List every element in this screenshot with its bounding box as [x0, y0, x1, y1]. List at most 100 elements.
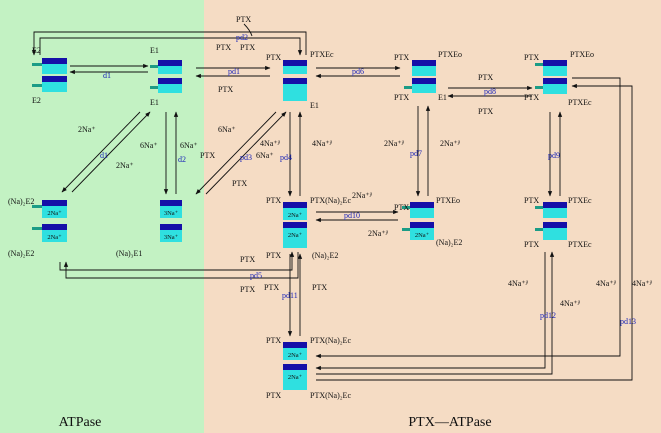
rate-pd13: pd13 [620, 317, 636, 326]
svg-text:2Na⁺: 2Na⁺ [288, 374, 303, 381]
pump-ptx-na2-ec-bottom: 2Na⁺ 2Na⁺ [283, 342, 307, 390]
label-ptx-na2-ec: PTX(Na)₂Ec [310, 196, 351, 205]
species-2na-ei: 2Na⁺ʲⁱ [440, 139, 460, 148]
species-2na-ei: 2Na⁺ʲⁱ [368, 229, 388, 238]
species-2na-ei: 2Na⁺ʲⁱ [384, 139, 404, 148]
species-4na: 4Na⁺ʲⁱ [312, 139, 332, 148]
rate-d1: d1 [103, 71, 111, 80]
svg-text:3Na⁺: 3Na⁺ [164, 210, 179, 217]
pump-na3e1: 3Na⁺ 3Na⁺ [160, 200, 182, 242]
species-4na: 4Na⁺ʲⁱ [632, 279, 652, 288]
label-ptxec-far-bottom: PTXEc [568, 240, 592, 249]
pump-ptx-na2-ec: 2Na⁺ 2Na⁺ [283, 202, 307, 248]
svg-text:3Na⁺: 3Na⁺ [164, 234, 179, 241]
arrow-d1-diag-back [71, 111, 151, 193]
label-ptxeo-right: PTXEo [570, 50, 594, 59]
species-4na: 4Na⁺ʲⁱ [260, 139, 280, 148]
rate-pd7: pd7 [410, 149, 422, 158]
species-4na: 4Na⁺ʲⁱ [596, 279, 616, 288]
rate-pd8: pd8 [484, 87, 496, 96]
ptx-label: PTX [232, 179, 247, 188]
label-e2-bottom: E2 [32, 96, 41, 105]
rate-pd2: pd2 [236, 33, 248, 42]
atpase-region-label: ATPase [59, 415, 102, 430]
species-2na-ei: 2Na⁺ʲⁱ [352, 191, 372, 200]
arrow-pd5-back [63, 252, 299, 279]
pump-ptxeo [404, 60, 436, 93]
label-ptxeo-mid: PTXEo [436, 196, 460, 205]
ptx-label: PTX [240, 285, 255, 294]
rate-pd5: pd5 [250, 271, 262, 280]
pump-ptxec-right [535, 202, 567, 240]
rate-d1-diag: d1 [100, 151, 108, 160]
rate-pd3: pd3 [240, 153, 252, 162]
rate-pd11: pd11 [282, 291, 298, 300]
arrow-pd13-forward [315, 77, 621, 359]
pump-ptxeo-ptxec-right [535, 60, 567, 94]
rate-pd9: pd9 [548, 151, 560, 160]
arrow-d1-diag-forward [61, 111, 141, 193]
label-ptxec-far-top: PTXEc [568, 196, 592, 205]
arrow-pd12-back [316, 251, 555, 375]
svg-text:2Na⁺: 2Na⁺ [415, 232, 430, 239]
label-na2e2-mid: (Na)₂E2 [312, 251, 338, 260]
ptx-label: PTX [394, 53, 409, 62]
arrow-pd13-back [316, 83, 633, 381]
label-ptx-na2-ec-bottom-bottom: PTX(Na)₂Ec [310, 391, 351, 400]
pump-e1 [150, 60, 182, 93]
ptx-label: PTX [478, 73, 493, 82]
svg-text:2Na⁺: 2Na⁺ [288, 212, 303, 219]
label-e1-top: E1 [150, 46, 159, 55]
species-4na: 4Na⁺ʲⁱ [508, 279, 528, 288]
rate-pd1: pd1 [228, 67, 240, 76]
pump-e2 [32, 58, 67, 92]
ptx-label: PTX [266, 196, 281, 205]
label-e2-top: E2 [32, 46, 41, 55]
ptx-label: PTX [218, 85, 233, 94]
arrow-pd2-forward [39, 37, 303, 56]
ptx-label: PTX [266, 336, 281, 345]
arrow-pd3-back [205, 111, 287, 195]
ptx-label: PTX [524, 53, 539, 62]
ptx-label: PTX [200, 151, 215, 160]
label-e1-bottom: E1 [150, 98, 159, 107]
species-2na: 2Na⁺ [116, 161, 134, 170]
species-2na: 2Na⁺ [78, 125, 96, 134]
pump-ptxeo-na2e2: 2Na⁺ [402, 202, 434, 240]
rate-pd4: pd4 [280, 153, 292, 162]
ptx-label: PTX [524, 196, 539, 205]
pump-ptxec [283, 60, 307, 101]
ptx-label: PTX [524, 240, 539, 249]
ptx-label: PTX [236, 15, 251, 24]
arrow-pd2-back [31, 31, 307, 56]
label-ptxeo-e1: E1 [438, 93, 447, 102]
arrow-pd12-forward [315, 252, 546, 371]
ptx-curve [243, 23, 253, 37]
ptx-label: PTX [312, 283, 327, 292]
rate-d2: d2 [178, 155, 186, 164]
svg-text:2Na⁺: 2Na⁺ [288, 232, 303, 239]
species-6na: 6Na⁺ [140, 141, 158, 150]
label-na3e1: (Na)₃E1 [116, 249, 142, 258]
label-ptxeo: PTXEo [438, 50, 462, 59]
arrow-pd5-forward [59, 251, 295, 271]
arrow-pd3-forward [195, 111, 277, 195]
species-6na: 6Na⁺ [256, 151, 274, 160]
ptx-label: PTX [524, 93, 539, 102]
ptx-atpase-region-label: PTX—ATPase [408, 415, 491, 430]
svg-text:2Na⁺: 2Na⁺ [288, 352, 303, 359]
label-na2e2-right: (Na)₂E2 [436, 238, 462, 247]
rate-pd10: pd10 [344, 211, 360, 220]
ptx-label: PTX [266, 251, 281, 260]
rate-pd6: pd6 [352, 67, 364, 76]
label-na2e2-top: (Na)₂E2 [8, 197, 34, 206]
ptx-label: PTX [478, 107, 493, 116]
ptx-label: PTX [240, 43, 255, 52]
ptx-label: PTX [240, 255, 255, 264]
rate-pd12: pd12 [540, 311, 556, 320]
label-ptxec-right: PTXEc [568, 98, 592, 107]
pump-na2e2-left: 2Na⁺ 2Na⁺ [32, 200, 67, 242]
label-ptxec-e1: E1 [310, 101, 319, 110]
